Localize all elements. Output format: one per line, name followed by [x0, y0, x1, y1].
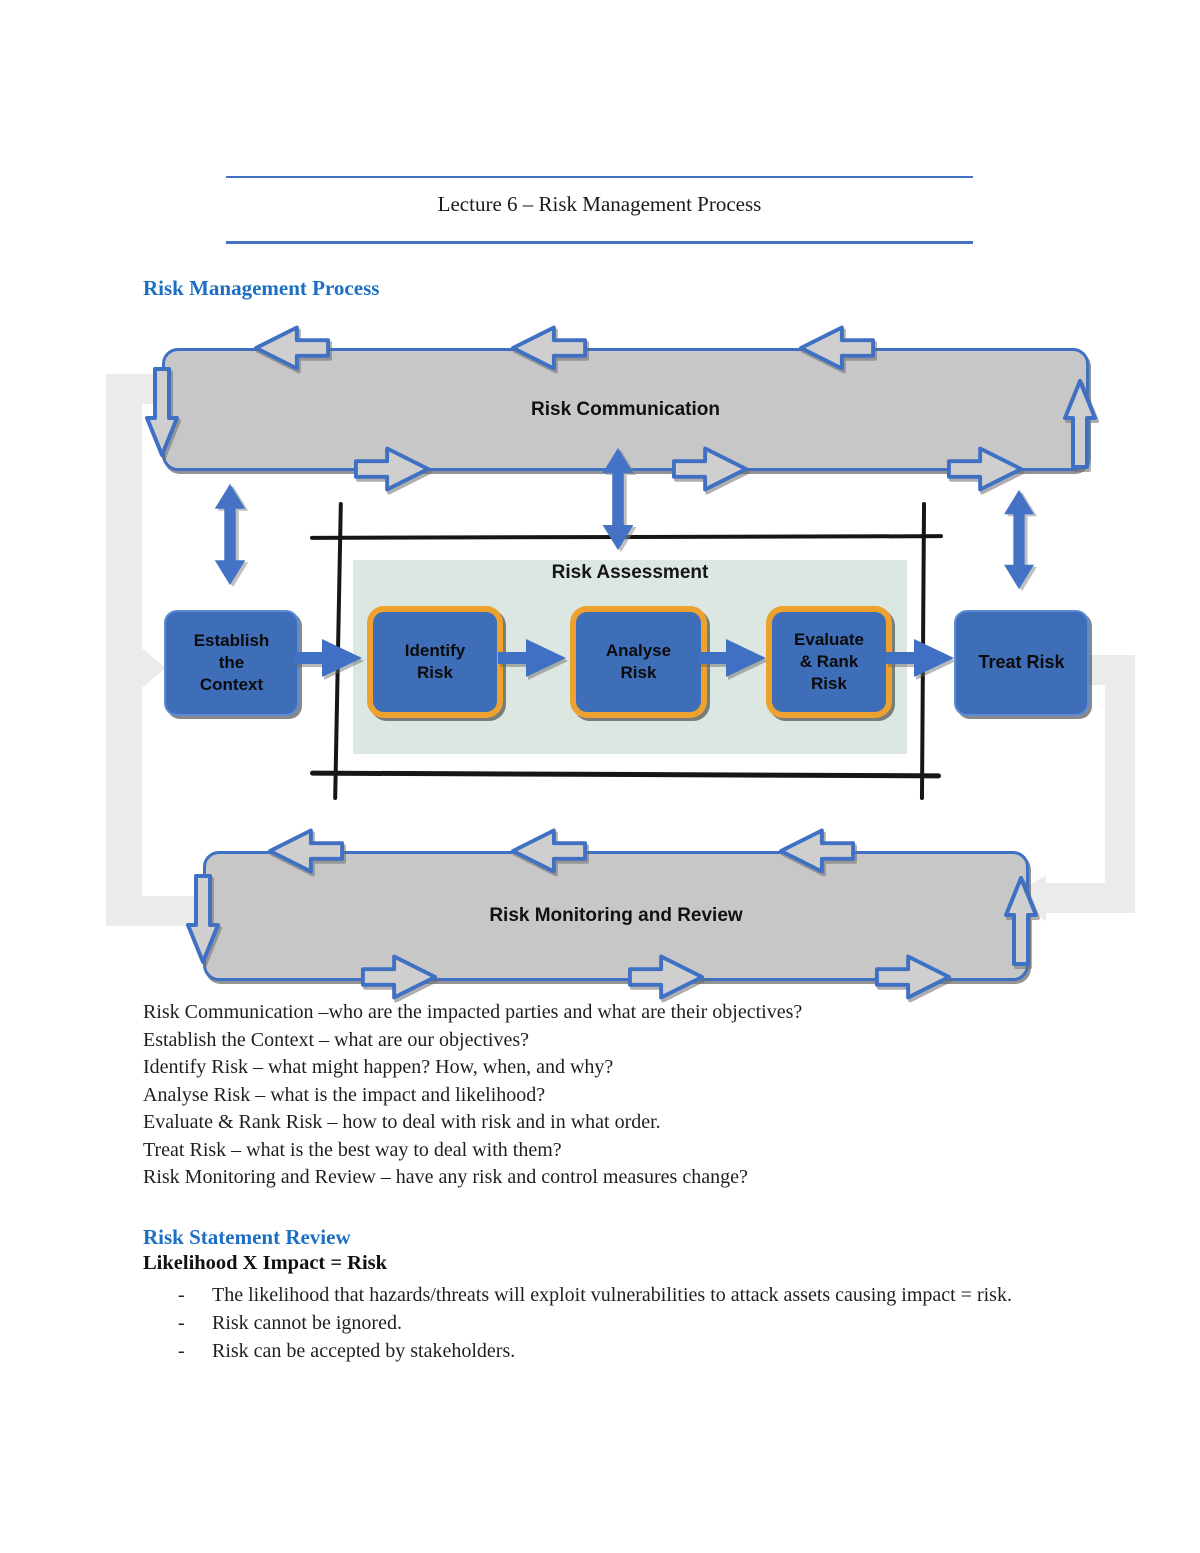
box-label-line: Treat Risk	[978, 652, 1065, 673]
cycle-arrow-up-icon	[1063, 379, 1097, 469]
cycle-arrow-left-icon	[778, 828, 856, 874]
risk-assessment-title: Risk Assessment	[551, 562, 709, 583]
loop-arrowhead-right-icon	[138, 645, 166, 691]
definition-line: Identify Risk – what might happen? How, …	[143, 1056, 614, 1078]
box-label-line: Evaluate	[794, 629, 864, 649]
risk-monitoring-label: Risk Monitoring and Review	[489, 905, 743, 926]
bullet-dash: -	[178, 1312, 185, 1334]
box-label-line: Risk	[417, 663, 453, 682]
bullet-text: Risk can be accepted by stakeholders.	[212, 1340, 516, 1362]
box-label-line: & Rank	[799, 651, 859, 671]
process-box-establish-context: Establish the Context	[164, 610, 299, 716]
flow-arrow-icon	[294, 639, 362, 677]
loop-arrow-shape	[1105, 655, 1135, 913]
cycle-arrow-down-icon	[186, 874, 220, 964]
bullet-item: - Risk can be accepted by stakeholders.	[178, 1337, 1023, 1365]
document-title: Lecture 6 – Risk Management Process	[437, 192, 762, 216]
box-label-line: the	[218, 652, 245, 672]
bullet-text: The likelihood that hazards/threats will…	[212, 1284, 1012, 1306]
sketch-frame-bottom	[309, 770, 942, 779]
flow-arrow-icon	[886, 639, 954, 677]
definition-line: Risk Monitoring and Review – have any ri…	[143, 1166, 748, 1188]
definition-line: Analyse Risk – what is the impact and li…	[143, 1083, 546, 1106]
cycle-arrow-left-icon	[798, 325, 876, 371]
flow-arrow-icon	[498, 639, 566, 677]
bullet-dash: -	[178, 1284, 185, 1306]
risk-communication-label: Risk Communication	[531, 398, 720, 420]
box-label-line: Risk	[811, 674, 847, 694]
cycle-arrow-down-icon	[145, 367, 179, 457]
double-arrow-icon	[602, 447, 634, 551]
cycle-arrow-left-icon	[267, 828, 345, 874]
cycle-arrow-left-icon	[253, 325, 331, 371]
bullet-list: - The likelihood that hazards/threats wi…	[178, 1281, 1023, 1365]
box-label-line: Analyse	[605, 640, 672, 660]
bullet-item: - The likelihood that hazards/threats wi…	[178, 1281, 1023, 1309]
cycle-arrow-right-icon	[360, 954, 438, 1000]
cycle-arrow-right-icon	[874, 954, 952, 1000]
box-label-line: Establish	[193, 630, 270, 650]
flow-arrow-icon	[698, 639, 766, 677]
box-label-line: Identify	[404, 640, 466, 660]
process-box-evaluate-rank-risk: Evaluate & Rank Risk	[766, 606, 892, 718]
double-arrow-icon	[1004, 489, 1034, 590]
cycle-arrow-right-icon	[353, 446, 431, 492]
likelihood-impact-formula: Likelihood X Impact = Risk	[143, 1252, 388, 1274]
section-heading-risk-management-process: Risk Management Process	[143, 276, 380, 300]
definitions-block: Risk Communication –who are the impacted…	[143, 999, 1063, 1192]
cycle-arrow-up-icon	[1004, 876, 1038, 966]
loop-arrow-shape	[1046, 883, 1135, 913]
definition-line: Treat Risk – what is the best way to dea…	[143, 1138, 562, 1161]
cycle-arrow-right-icon	[627, 954, 705, 1000]
box-label-line: Risk	[620, 663, 657, 682]
bullet-text: Risk cannot be ignored.	[212, 1312, 402, 1334]
process-box-treat-risk: Treat Risk	[954, 610, 1089, 716]
cycle-arrow-left-icon	[510, 828, 588, 874]
loop-arrow-shape	[106, 374, 142, 926]
process-box-identify-risk: Identify Risk	[367, 606, 503, 718]
definition-line: Risk Communication –who are the impacted…	[143, 1001, 803, 1023]
process-box-analyse-risk: Analyse Risk	[570, 606, 707, 718]
title-top-rule	[226, 176, 973, 178]
cycle-arrow-right-icon	[946, 446, 1024, 492]
risk-communication-band: Risk Communication	[162, 348, 1089, 471]
cycle-arrow-right-icon	[671, 446, 749, 492]
cycle-arrow-left-icon	[510, 325, 588, 371]
definition-line: Evaluate & Rank Risk – how to deal with …	[143, 1111, 661, 1133]
double-arrow-icon	[214, 483, 246, 586]
title-bottom-rule	[226, 241, 973, 244]
bullet-item: - Risk cannot be ignored.	[178, 1309, 1023, 1337]
definition-line: Establish the Context – what are our obj…	[143, 1028, 530, 1051]
box-label-line: Context	[199, 675, 264, 695]
section-heading-risk-statement-review: Risk Statement Review	[143, 1225, 351, 1249]
bullet-dash: -	[178, 1340, 185, 1362]
